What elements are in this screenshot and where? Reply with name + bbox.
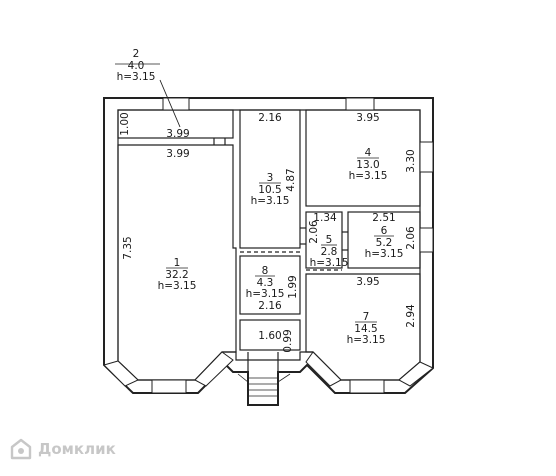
svg-text:h=3.15: h=3.15 (246, 288, 285, 300)
dim-corridor-depth: 1.00 (119, 112, 131, 135)
svg-text:10.5: 10.5 (258, 184, 281, 196)
door-markers (213, 138, 348, 372)
room-5-outline (305, 211, 343, 269)
dim-room3-width: 2.16 (258, 112, 282, 124)
window-room1-bottom (151, 379, 187, 394)
svg-text:32.2: 32.2 (165, 269, 188, 281)
room-8-lower-outline (239, 319, 301, 351)
svg-text:h=3.15: h=3.15 (347, 334, 386, 346)
svg-text:7: 7 (363, 311, 370, 323)
room-label-4: 4 13.0 h=3.15 (349, 147, 388, 182)
window-room7-bottom (349, 379, 385, 394)
room-8-outline (239, 255, 301, 315)
svg-text:h=3.15: h=3.15 (349, 170, 388, 182)
room-label-7: 7 14.5 h=3.15 (347, 311, 386, 346)
svg-text:h=3.15: h=3.15 (251, 195, 290, 207)
domclick-logo-icon (10, 438, 32, 460)
svg-text:13.0: 13.0 (356, 159, 379, 171)
porch-steps (237, 373, 291, 397)
svg-text:h=3.15: h=3.15 (365, 248, 404, 260)
dim-room4-depth: 3.30 (405, 149, 417, 172)
svg-text:3: 3 (267, 172, 274, 184)
dim-room8-width: 2.16 (258, 300, 282, 312)
callout-number: 2 (133, 48, 140, 60)
callout-height: h=3.15 (117, 71, 156, 83)
room-label-5: 5 2.8 h=3.15 (310, 234, 349, 269)
svg-text:5.2: 5.2 (376, 237, 393, 249)
dim-room6-width: 2.51 (372, 212, 395, 224)
window-room7-corner-right (398, 361, 434, 387)
svg-text:2.8: 2.8 (321, 246, 338, 258)
window-room1-corner-left (103, 360, 139, 387)
dim-room8-depth: 1.99 (287, 275, 299, 298)
window-room6-right (419, 227, 434, 253)
window-room7-corner-left (305, 351, 342, 387)
callout-leader (159, 79, 181, 128)
svg-text:1: 1 (174, 257, 181, 269)
dim-room7-depth: 2.94 (405, 304, 417, 328)
dim-room3-depth: 4.87 (285, 168, 297, 191)
room-3-outline (239, 109, 301, 249)
dim-porch-depth: 0.99 (282, 329, 294, 352)
window-room4-right (419, 141, 434, 173)
dim-porch-width: 1.60 (258, 330, 281, 342)
dim-room6-depth: 2.06 (405, 226, 417, 250)
room-label-3: 3 10.5 h=3.15 (251, 172, 290, 207)
callout-area: 4.0 (128, 60, 145, 72)
window-room1-corner-right (194, 351, 234, 387)
svg-text:14.5: 14.5 (354, 323, 377, 335)
svg-text:8: 8 (262, 265, 269, 277)
dim-room5-width: 1.34 (313, 212, 337, 224)
window-corridor-top (162, 97, 190, 111)
svg-text:h=3.15: h=3.15 (310, 257, 349, 269)
room-label-6: 6 5.2 h=3.15 (365, 225, 404, 260)
room-label-1: 1 32.2 h=3.15 (158, 257, 197, 292)
window-room4-top (345, 97, 375, 111)
svg-text:5: 5 (326, 234, 333, 246)
svg-text:6: 6 (381, 225, 388, 237)
room-label-8: 8 4.3 h=3.15 (246, 265, 285, 300)
dim-room5-depth: 2.06 (308, 220, 320, 244)
watermark-text: Домклик (38, 440, 116, 458)
svg-text:4: 4 (365, 147, 372, 159)
watermark: Домклик (10, 438, 116, 460)
svg-text:4.3: 4.3 (257, 277, 274, 289)
dim-room1-width: 3.99 (166, 148, 189, 160)
dim-corridor-width: 3.99 (166, 128, 189, 140)
dim-room1-depth: 7.35 (122, 236, 134, 259)
svg-text:h=3.15: h=3.15 (158, 280, 197, 292)
dim-room7-width: 3.95 (356, 276, 379, 288)
dim-room4-width: 3.95 (356, 112, 379, 124)
